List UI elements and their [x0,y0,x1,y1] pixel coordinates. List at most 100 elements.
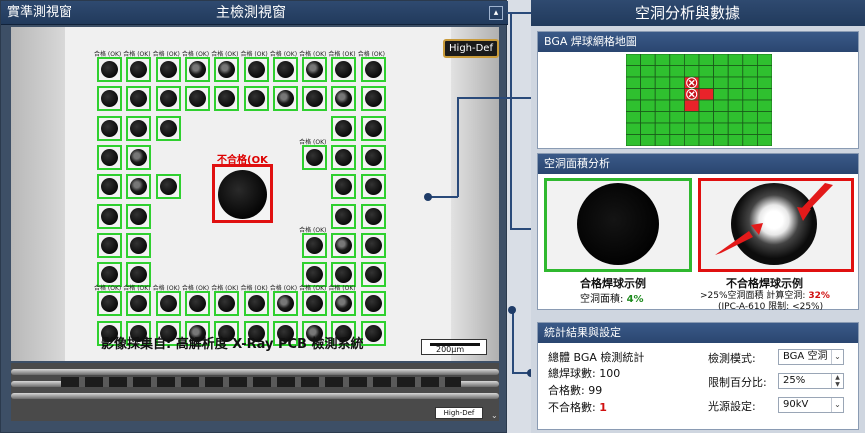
scroll-down-icon[interactable]: ⌄ [491,411,498,420]
bga-ball-cell[interactable] [302,320,328,346]
bga-ball-cell[interactable] [302,57,328,82]
map-cell-ok[interactable] [654,54,671,66]
bga-ball-cell[interactable] [331,144,357,170]
map-cell-ok[interactable] [756,111,772,124]
bga-ball-cell[interactable] [272,57,298,82]
bga-ball-cell[interactable] [184,57,210,82]
map-cell-ok[interactable] [727,76,744,89]
map-cell-ok[interactable] [654,122,671,135]
map-cell-ok[interactable] [756,122,772,135]
mode-select[interactable]: BGA 空洞 ⌄ [778,349,844,365]
bga-ball-cell[interactable] [331,174,357,200]
map-cell-ok[interactable] [640,88,656,101]
map-cell-ok[interactable] [698,54,715,66]
bga-ball-cell[interactable] [302,144,328,170]
xray-main-image[interactable]: 合格 (OK)合格 (OK)合格 (OK)合格 (OK)合格 (OK)合格 (O… [11,27,499,361]
bga-ball-cell[interactable] [97,115,122,141]
bga-ball-cell[interactable] [331,86,357,112]
bga-ball-cell[interactable] [272,291,298,317]
ng-ball-image[interactable] [698,178,854,272]
map-cell-ok[interactable] [713,65,729,78]
map-cell-ok[interactable] [654,99,671,112]
bga-ball-cell[interactable] [97,174,122,200]
bga-ball-cell[interactable] [243,86,269,112]
bga-ball-cell[interactable] [214,57,240,82]
bga-ball-cell[interactable] [272,86,298,112]
map-cell-ok[interactable] [742,88,758,101]
map-cell-ok[interactable] [713,122,729,135]
bga-ball-cell[interactable] [360,115,386,141]
map-cell-ok[interactable] [654,88,671,101]
map-cell-ok[interactable] [669,54,685,66]
map-cell-ok[interactable] [727,134,744,147]
bga-ball-cell[interactable] [155,291,181,317]
bga-ball-cell[interactable] [126,86,152,112]
bga-ball-cell[interactable] [214,86,240,112]
bga-ball-cell[interactable] [184,86,210,112]
map-cell-ok[interactable] [684,122,700,135]
map-cell-ok[interactable] [669,88,685,101]
ok-ball-image[interactable] [544,178,692,272]
map-cell-ok[interactable] [684,65,700,78]
bga-grid-map[interactable] [626,54,772,146]
map-cell-ok[interactable] [742,111,758,124]
map-cell-ok[interactable] [742,65,758,78]
map-cell-ok[interactable] [698,134,715,147]
map-cell-ok[interactable] [742,134,758,147]
bga-ball-cell[interactable] [331,203,357,229]
map-cell-ok[interactable] [626,111,642,124]
bga-ball-cell[interactable] [155,115,181,141]
bga-ball-cell[interactable] [155,320,181,346]
bga-ball-cell[interactable] [97,262,122,288]
map-cell-ok[interactable] [669,134,685,147]
bga-ball-cell[interactable] [331,262,357,288]
map-cell-ok[interactable] [713,134,729,147]
bga-ball-cell[interactable] [126,232,152,258]
stepper-arrows-icon[interactable]: ▲▼ [831,374,843,388]
bga-ball-cell[interactable] [331,291,357,317]
map-cell-fail[interactable] [684,99,700,112]
bga-ball-cell[interactable] [360,174,386,200]
bga-ball-cell[interactable] [97,203,122,229]
bga-ball-cell[interactable] [97,144,122,170]
map-cell-ok[interactable] [756,76,772,89]
bga-ball-cell[interactable] [331,232,357,258]
bga-ball-cell[interactable] [360,57,386,82]
map-cell-ok[interactable] [654,111,671,124]
bga-ball-cell[interactable] [214,320,240,346]
map-cell-ok[interactable] [626,99,642,112]
bga-ball-cell[interactable] [302,86,328,112]
map-cell-ok[interactable] [713,99,729,112]
bga-ball-cell[interactable] [184,291,210,317]
bga-ball-cell[interactable] [126,203,152,229]
map-cell-ok[interactable] [756,65,772,78]
bga-ball-cell[interactable] [360,232,386,258]
map-cell-ok[interactable] [756,134,772,147]
map-cell-ok[interactable] [669,65,685,78]
failed-ball-cell[interactable] [212,164,273,223]
bga-ball-cell[interactable] [214,291,240,317]
map-cell-ok[interactable] [698,122,715,135]
bga-ball-cell[interactable] [155,174,181,200]
bga-ball-cell[interactable] [126,291,152,317]
map-cell-ok[interactable] [640,111,656,124]
bga-ball-cell[interactable] [97,57,122,82]
panel-collapse-icon[interactable]: ▴ [489,6,503,20]
bga-ball-cell[interactable] [126,262,152,288]
map-cell-ok[interactable] [669,99,685,112]
bga-ball-cell[interactable] [97,86,122,112]
map-cell-ok[interactable] [640,76,656,89]
map-cell-fail[interactable] [698,88,715,101]
bga-ball-cell[interactable] [302,232,328,258]
map-cell-ok[interactable] [727,122,744,135]
map-cell-ok[interactable] [727,99,744,112]
bga-ball-cell[interactable] [155,57,181,82]
bga-ball-cell[interactable] [331,57,357,82]
map-cell-ok[interactable] [742,76,758,89]
map-cell-ok[interactable] [654,134,671,147]
bga-ball-cell[interactable] [126,144,152,170]
map-cell-ok[interactable] [698,65,715,78]
bga-ball-cell[interactable] [360,86,386,112]
map-cell-ok[interactable] [742,99,758,112]
bga-ball-cell[interactable] [126,320,152,346]
